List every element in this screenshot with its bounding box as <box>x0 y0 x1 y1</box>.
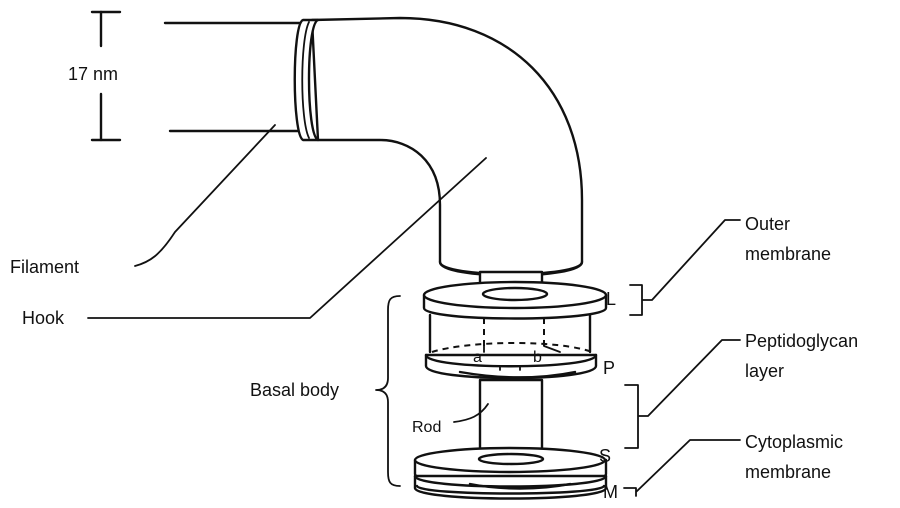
ring-l-label: L <box>606 289 616 309</box>
ring-a-label: a <box>473 349 482 366</box>
cytoplasmic-label-line1: Cytoplasmic <box>745 432 843 452</box>
ring-p-label: P <box>603 358 615 378</box>
hook-label: Hook <box>22 308 65 328</box>
filament <box>163 21 307 133</box>
ring-s-label: S <box>599 446 611 466</box>
l-ring <box>422 280 608 320</box>
ring-b-label: b <box>533 349 542 366</box>
rod-label: Rod <box>412 419 441 436</box>
dimension-label: 17 nm <box>68 64 118 84</box>
text-labels: Filament Hook Basal body Rod a b L P S M… <box>10 214 858 502</box>
m-ring <box>413 474 608 500</box>
dimension-marker: 17 nm <box>68 10 122 142</box>
filament-leader <box>134 124 276 267</box>
outer-membrane-label-line2: membrane <box>745 244 831 264</box>
peptidoglycan-label-line1: Peptidoglycan <box>745 331 858 351</box>
cytoplasmic-label-line2: membrane <box>745 462 831 482</box>
leader-lines <box>87 124 561 423</box>
peptidoglycan-label-line2: layer <box>745 361 784 381</box>
hook-leader <box>87 157 487 319</box>
b-leader <box>543 345 561 353</box>
basal-body-structure <box>413 270 608 500</box>
outer-membrane-bracket <box>629 219 741 316</box>
ring-m-label: M <box>603 482 618 502</box>
peptidoglycan-bracket <box>624 339 741 449</box>
filament-label: Filament <box>10 257 79 277</box>
basal-body-label: Basal body <box>250 380 339 400</box>
rod-leader <box>453 403 489 423</box>
right-brackets <box>623 219 741 497</box>
outer-membrane-label-line1: Outer <box>745 214 790 234</box>
p-ring <box>424 342 598 380</box>
hook <box>293 16 584 277</box>
cytoplasmic-bracket <box>623 439 741 497</box>
basal-body-brace <box>375 295 401 487</box>
